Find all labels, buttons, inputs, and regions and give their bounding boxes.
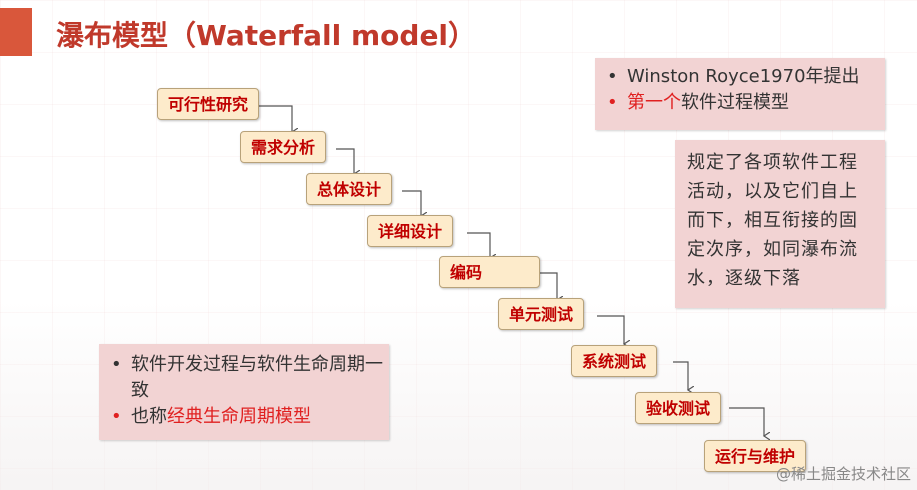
step-requirements: 需求分析: [240, 131, 327, 163]
arrow-7: [673, 361, 688, 390]
bullet-dot: •: [607, 92, 618, 113]
note-origin-item-1: • Winston Royce1970年提出: [601, 64, 879, 90]
step-acceptance-test: 验收测试: [635, 392, 722, 424]
note-lifecycle-item-1: • 软件开发过程与软件生命周期一致: [105, 352, 383, 404]
bullet-dot: •: [111, 406, 122, 427]
watermark: @稀土掘金技术社区: [775, 465, 911, 483]
step-detailed-design: 详细设计: [367, 215, 454, 247]
note-description: 规定了各项软件工程活动，以及它们自上而下，相互衔接的固定次序，如同瀑布流水，逐级…: [675, 140, 885, 308]
arrow-2: [336, 148, 354, 174]
title-accent-bar: [0, 8, 32, 56]
bullet-dot: •: [111, 354, 122, 375]
arrow-3: [402, 190, 421, 216]
step-coding: 编码: [439, 256, 540, 288]
step-overall-design: 总体设计: [306, 173, 393, 205]
arrow-5: [540, 272, 557, 300]
arrow-6: [597, 315, 624, 344]
step-system-test: 系统测试: [571, 345, 658, 377]
arrow-8: [729, 407, 764, 436]
note-lifecycle-text-1: 软件开发过程与软件生命周期一致: [131, 354, 383, 401]
note-origin-highlight: 第一个: [627, 92, 681, 113]
note-lifecycle-highlight: 经典生命周期模型: [167, 406, 311, 427]
note-lifecycle: • 软件开发过程与软件生命周期一致 • 也称经典生命周期模型: [99, 344, 389, 440]
note-origin: • Winston Royce1970年提出 • 第一个软件过程模型: [595, 58, 885, 130]
step-unit-test: 单元测试: [498, 298, 585, 330]
note-origin-text-1: Winston Royce1970年提出: [627, 66, 860, 87]
arrow-4: [467, 232, 490, 258]
slide-title: 瀑布模型（Waterfall model）: [56, 19, 477, 52]
note-lifecycle-prefix: 也称: [131, 406, 167, 427]
note-lifecycle-item-2: • 也称经典生命周期模型: [105, 404, 383, 430]
bullet-dot: •: [607, 66, 618, 87]
step-operation-maintenance: 运行与维护: [704, 440, 807, 472]
arrow-1: [257, 105, 292, 132]
note-description-text: 规定了各项软件工程活动，以及它们自上而下，相互衔接的固定次序，如同瀑布流水，逐级…: [687, 152, 858, 289]
note-origin-text-2: 软件过程模型: [681, 92, 789, 113]
note-origin-item-2: • 第一个软件过程模型: [601, 90, 879, 116]
step-feasibility: 可行性研究: [157, 88, 260, 120]
